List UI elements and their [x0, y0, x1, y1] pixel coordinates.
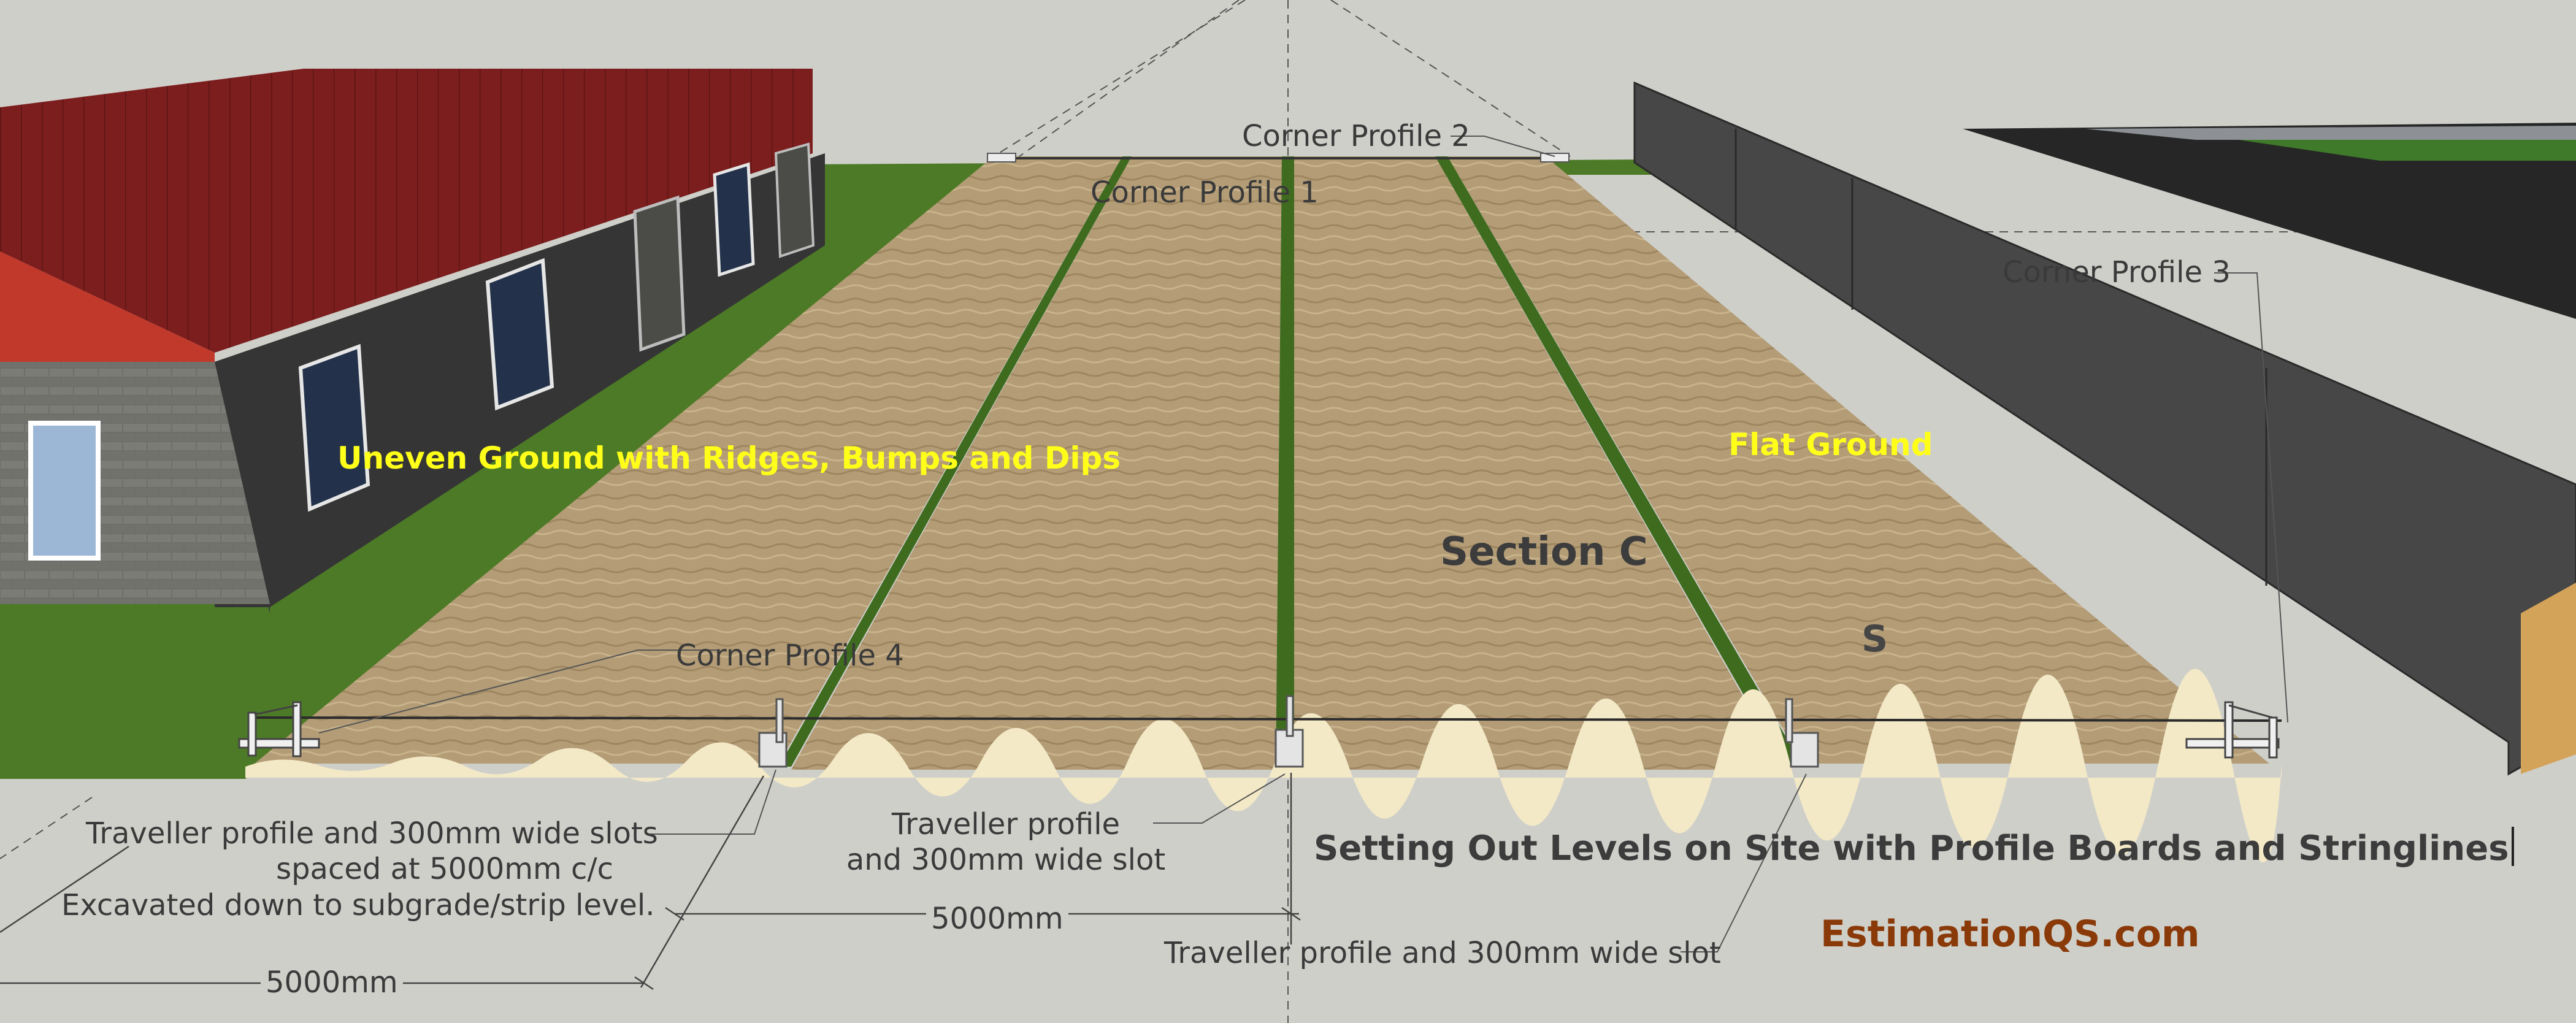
label-dimension-inner: 5000mm: [926, 904, 1068, 933]
ground-strip-1: [255, 156, 1122, 764]
door-side-2: [774, 142, 815, 258]
top-right-grey: [2085, 126, 2576, 140]
label-uneven-ground: Uneven Ground with Ridges, Bumps and Dip…: [337, 440, 1121, 476]
corner-profile-back-left: [987, 153, 1016, 163]
building-roof-top: [0, 69, 813, 353]
stringline-front: [251, 716, 2282, 722]
door-side-1: [633, 195, 686, 352]
label-corner-profile-3: Corner Profile 3: [2003, 255, 2231, 289]
window-side-3: [713, 162, 755, 277]
ground-strip-4: [1447, 156, 2269, 764]
brand-watermark: EstimationQS.com: [1820, 913, 2200, 956]
label-section-c: Section C: [1440, 529, 1648, 575]
label-section-partial: S: [1861, 618, 1888, 661]
label-traveller-right: Traveller profile and 300mm wide slot: [1164, 936, 1721, 970]
side-wall: [1633, 81, 2576, 776]
corner-profile-front-right: [2185, 701, 2280, 759]
ground-strip-2: [791, 156, 1282, 770]
slot-1: [779, 156, 1132, 767]
building-roof-gable: [0, 251, 215, 362]
corner-profile-back-right: [1540, 153, 1570, 163]
label-traveller-left-3: Excavated down to subgrade/strip level.: [61, 888, 655, 922]
grass-left: [0, 164, 1000, 779]
label-traveller-left-1: Traveller profile and 300mm wide slots: [86, 816, 658, 851]
label-dimension-outer: 5000mm: [261, 968, 403, 997]
slot-2: [1276, 156, 1294, 770]
diagram-title-text: Setting Out Levels on Site with Profile …: [1314, 829, 2509, 868]
label-corner-profile-4: Corner Profile 4: [676, 638, 904, 673]
traveller-profile-1: [758, 698, 788, 768]
ground-front-edge: [245, 669, 2282, 863]
window-side-1: [298, 343, 370, 512]
side-wall-edge: [2521, 583, 2576, 774]
top-right-grass: [2239, 140, 2576, 161]
window-side-2: [485, 258, 554, 411]
window-gable: [28, 421, 101, 561]
corner-profile-front-left: [238, 701, 320, 757]
building: [0, 69, 825, 613]
slot-3: [1435, 156, 1803, 767]
label-traveller-mid-2: and 300mm wide slot: [846, 843, 1166, 877]
label-traveller-left-2: spaced at 5000mm c/c: [276, 852, 613, 886]
text-cursor: [2511, 827, 2514, 866]
top-right-panel: [1963, 123, 2576, 319]
label-corner-profile-2: Corner Profile 2: [1242, 119, 1470, 153]
diagram-title: Setting Out Levels on Site with Profile …: [1314, 827, 2514, 866]
leader-lines: [318, 136, 2288, 952]
traveller-profile-3: [1785, 698, 1819, 768]
label-traveller-mid-1: Traveller profile: [891, 807, 1121, 841]
ground-strip-3: [1294, 156, 1785, 770]
label-flat-ground: Flat Ground: [1728, 427, 1933, 462]
label-corner-profile-1: Corner Profile 1: [1091, 175, 1319, 210]
traveller-profile-2: [1275, 695, 1304, 768]
